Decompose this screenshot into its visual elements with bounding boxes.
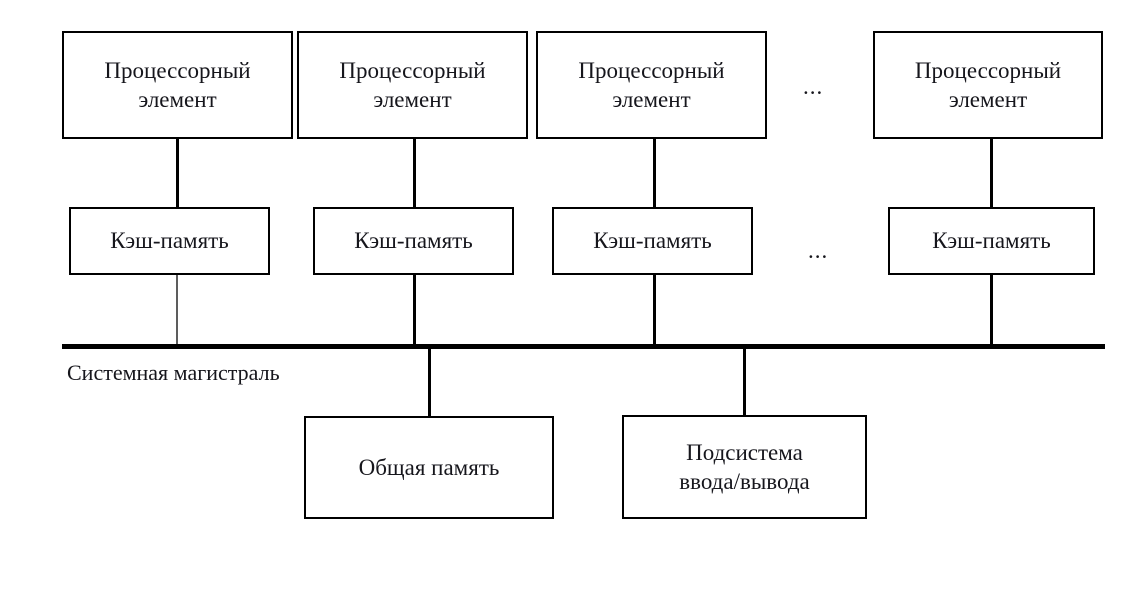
processing-element-label-2-line2: элемент bbox=[373, 87, 452, 112]
processing-element-label-1-line1: Процессорный bbox=[104, 57, 251, 83]
cache-memory-ellipsis: ... bbox=[808, 238, 829, 263]
cache-memory-box-1[interactable]: Кэш-память bbox=[69, 207, 270, 275]
cache-memory-label-1: Кэш-память bbox=[110, 228, 229, 254]
connector-cache4-to-bus bbox=[990, 275, 993, 346]
io-subsystem-box[interactable]: Подсистема ввода/вывода bbox=[622, 415, 867, 519]
connector-pe3-to-cache3 bbox=[653, 138, 656, 208]
cache-memory-label-3: Кэш-память bbox=[593, 228, 712, 254]
connector-pe4-to-cache4 bbox=[990, 138, 993, 208]
connector-cache3-to-bus bbox=[653, 275, 656, 346]
processing-element-label-3-line1: Процессорный bbox=[578, 57, 725, 83]
cache-memory-box-3[interactable]: Кэш-память bbox=[552, 207, 753, 275]
system-bus-label: Системная магистраль bbox=[67, 360, 280, 385]
connector-cache2-to-bus bbox=[413, 275, 416, 346]
system-bus-line bbox=[62, 344, 1105, 349]
processing-element-label-1-line2: элемент bbox=[138, 87, 217, 112]
processing-element-ellipsis: ... bbox=[803, 74, 824, 99]
connector-pe2-to-cache2 bbox=[413, 138, 416, 208]
cache-memory-box-4[interactable]: Кэш-память bbox=[888, 207, 1095, 275]
processing-element-label-4-line1: Процессорный bbox=[914, 57, 1062, 83]
processing-element-box-3[interactable]: Процессорный элемент bbox=[536, 31, 767, 139]
cache-memory-label-4: Кэш-память bbox=[932, 228, 1051, 254]
processing-element-box-1[interactable]: Процессорный элемент bbox=[62, 31, 293, 139]
io-subsystem-label-line2: ввода/вывода bbox=[679, 469, 810, 494]
processing-element-box-2[interactable]: Процессорный элемент bbox=[297, 31, 528, 139]
connector-pe1-to-cache1 bbox=[176, 138, 179, 208]
shared-memory-box[interactable]: Общая память bbox=[304, 416, 554, 519]
cache-memory-label-2: Кэш-память bbox=[354, 228, 473, 254]
processing-element-label-2-line1: Процессорный bbox=[339, 57, 486, 83]
io-subsystem-label-line1: Подсистема bbox=[686, 439, 803, 465]
shared-memory-label: Общая память bbox=[358, 454, 500, 480]
processing-element-label-3-line2: элемент bbox=[612, 87, 691, 112]
processing-element-label-4-line2: элемент bbox=[948, 87, 1028, 112]
connector-bus-to-shared-memory bbox=[428, 349, 431, 417]
processing-element-box-4[interactable]: Процессорный элемент bbox=[873, 31, 1103, 139]
connector-bus-to-io-subsystem bbox=[743, 349, 746, 417]
cache-memory-box-2[interactable]: Кэш-память bbox=[313, 207, 514, 275]
connector-cache1-to-bus bbox=[176, 275, 178, 346]
